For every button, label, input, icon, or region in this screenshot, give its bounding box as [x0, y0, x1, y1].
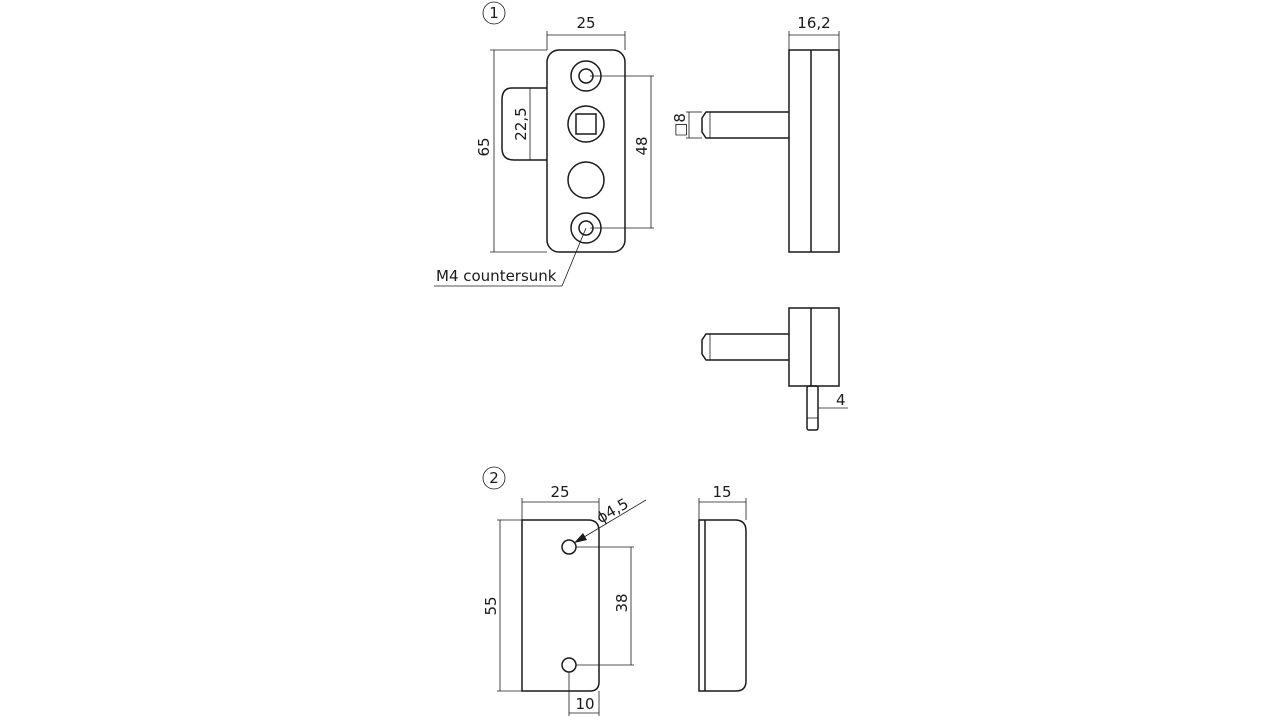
part1-spindle-offset-dimension: 22,5 — [512, 107, 530, 140]
part1-latch-tongue — [501, 87, 547, 161]
part2-side-body — [698, 519, 747, 692]
part2-front-view: 2 25 55 38 ϕ4,5 10 — [482, 466, 647, 716]
part1-callout-circle — [482, 1, 506, 25]
part1-side-spindle — [701, 111, 789, 139]
part1-pin-dimension: 4 — [836, 391, 846, 409]
part1-screw-note: M4 countersunk — [436, 267, 557, 285]
part1-plate — [546, 49, 626, 253]
part1-lower-spindle — [701, 333, 789, 361]
part1-width-dimension: 25 — [576, 14, 595, 32]
part1-lower-body — [788, 307, 840, 387]
part2-width-dimension: 25 — [550, 483, 569, 501]
part2-callout-circle — [482, 466, 506, 490]
part1-height-dimension: 65 — [475, 137, 493, 156]
part2-callout-label: 2 — [489, 469, 499, 487]
part1-hole-spacing-dimension: 48 — [633, 136, 651, 155]
part2-top-hole — [561, 539, 577, 555]
part2-plate — [521, 519, 600, 692]
part1-lower-pin — [806, 385, 819, 431]
part1-square-spindle — [575, 113, 597, 135]
part2-hole-offset-dimension: 10 — [575, 695, 594, 713]
part1-side-body — [788, 49, 840, 253]
part1-spindle-boss — [567, 105, 605, 143]
part1-middle-hole — [567, 161, 605, 199]
part1-lower-view: 4 — [701, 307, 848, 431]
part1-front-view: 1 25 65 22,5 48 — [434, 1, 654, 287]
part2-height-dimension: 55 — [482, 596, 500, 615]
part1-callout-label: 1 — [489, 4, 499, 22]
part2-bottom-hole — [561, 657, 577, 673]
part1-side-view: 16,2 □8 — [671, 14, 840, 253]
part1-depth-dimension: 16,2 — [797, 14, 830, 32]
part2-hole-spacing-dimension: 38 — [613, 593, 631, 612]
part1-spindle-size-dimension: □8 — [671, 113, 689, 137]
part2-side-view: 15 — [698, 483, 747, 692]
part2-depth-dimension: 15 — [712, 483, 731, 501]
